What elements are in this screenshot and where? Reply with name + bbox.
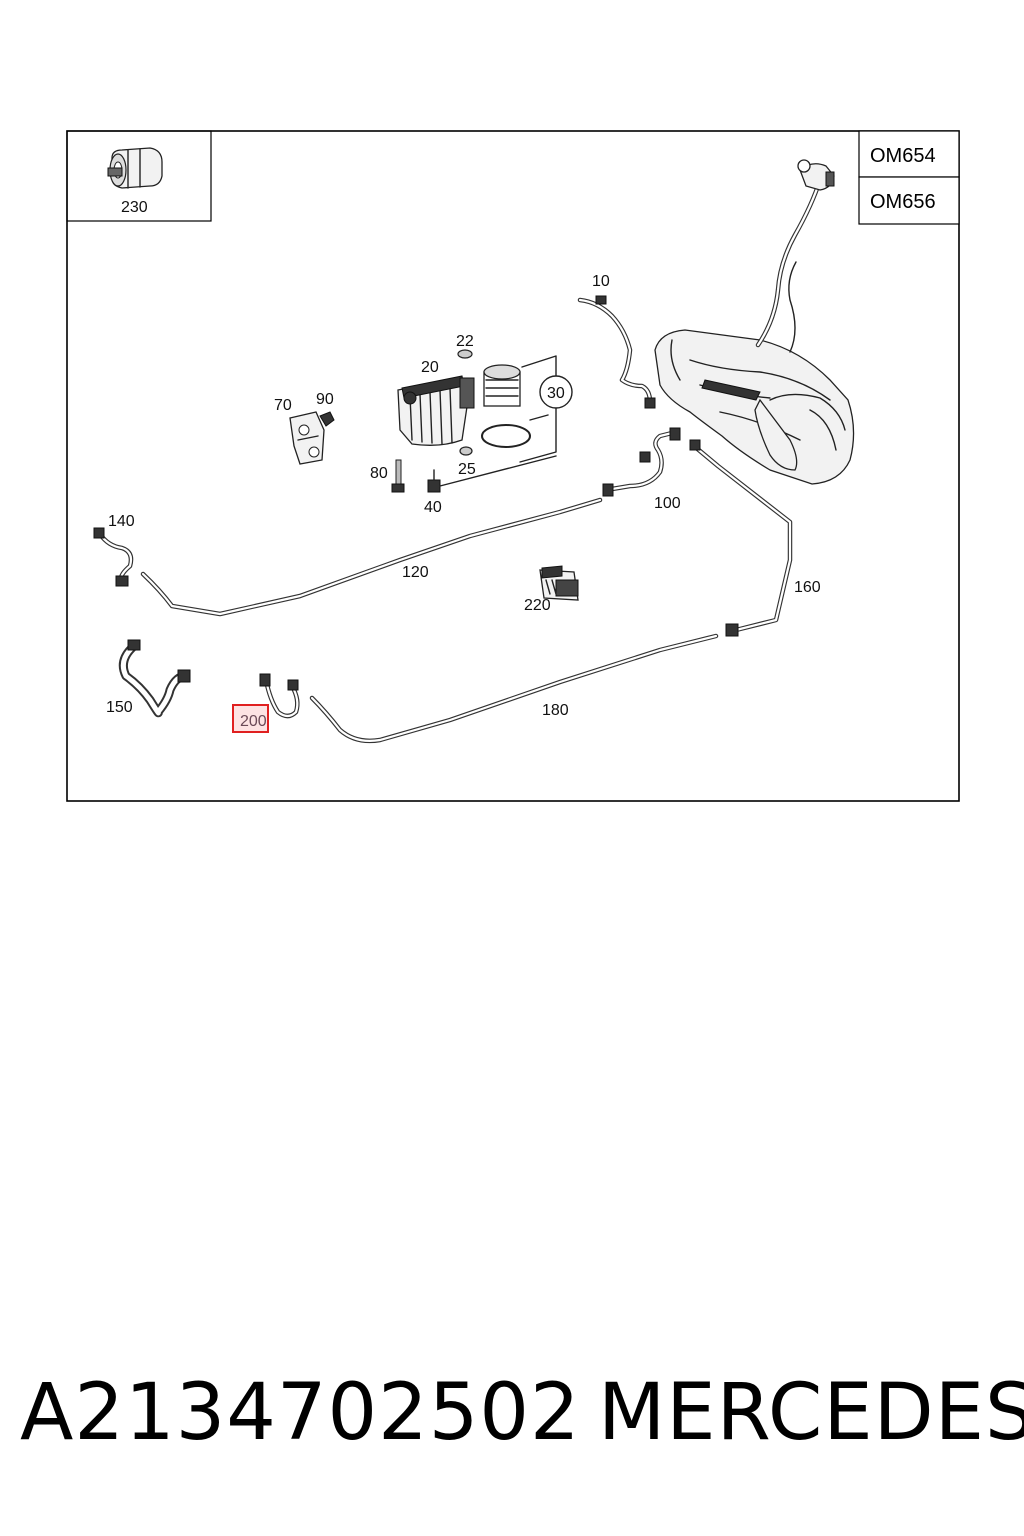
brand-label: MERCEDES <box>598 1368 1024 1458</box>
part-200-hose <box>259 673 300 719</box>
engine-code-om656: OM656 <box>870 191 936 213</box>
callout-10: 10 <box>592 273 610 290</box>
part-120-line <box>140 497 603 617</box>
part-10-line <box>577 295 656 409</box>
part-180-line <box>309 633 719 744</box>
part-25-plug <box>459 446 473 456</box>
part-80-bolt <box>391 459 405 493</box>
engine-code-om654: OM654 <box>870 145 936 167</box>
part-22-seal <box>457 349 473 359</box>
callout-30: 30 <box>547 385 565 402</box>
highlight-box-200: 200 <box>232 704 269 733</box>
callout-70: 70 <box>274 397 292 414</box>
filler-neck-drawing <box>755 159 835 353</box>
callout-20: 20 <box>421 359 439 376</box>
callout-180: 180 <box>542 702 569 719</box>
fuel-tank-drawing <box>654 329 855 485</box>
callout-120: 120 <box>402 564 429 581</box>
part-230-clamp-icon <box>107 147 163 189</box>
callout-80: 80 <box>370 465 388 482</box>
part-100-hose <box>602 427 681 497</box>
part-20-filter-housing <box>397 375 475 446</box>
callout-25: 25 <box>458 461 476 478</box>
diagram-frame <box>66 130 960 802</box>
part-220-module <box>539 565 579 601</box>
part-160-line <box>689 439 793 637</box>
callout-200: 200 <box>240 713 267 730</box>
part-140-fitting <box>93 527 134 587</box>
part-40-drain-plug <box>427 455 557 493</box>
callout-220: 220 <box>524 597 551 614</box>
callout-90: 90 <box>316 391 334 408</box>
callout-22: 22 <box>456 333 474 350</box>
callout-230: 230 <box>121 199 148 216</box>
part-70-bracket <box>289 411 325 465</box>
part-30-filter-cartridge <box>481 355 573 463</box>
part-90-nut <box>319 411 335 427</box>
callout-150: 150 <box>106 699 133 716</box>
part-150-hose <box>118 639 191 718</box>
callout-160: 160 <box>794 579 821 596</box>
part-number-label: A2134702502 <box>20 1368 581 1458</box>
callout-40: 40 <box>424 499 442 516</box>
callout-140: 140 <box>108 513 135 530</box>
caption: A2134702502 MERCEDES <box>0 1368 1024 1478</box>
callout-100: 100 <box>654 495 681 512</box>
engine-code-boxes: OM654 OM656 <box>858 130 960 225</box>
inset-box-230: 230 <box>66 130 212 222</box>
